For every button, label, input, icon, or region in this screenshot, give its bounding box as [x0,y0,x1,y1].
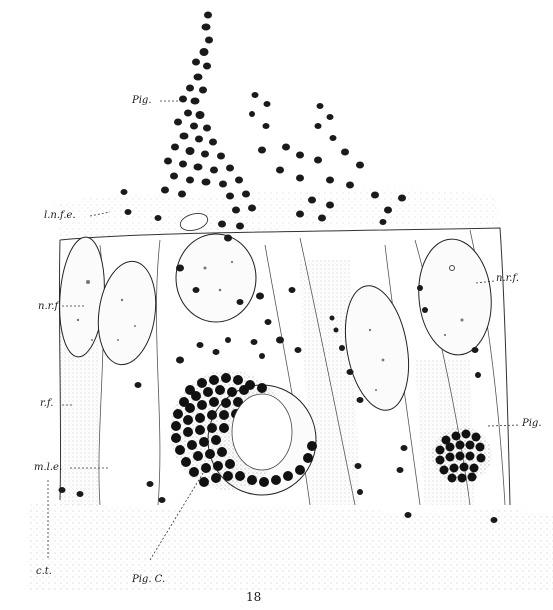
connective-tissue-region [30,503,553,590]
limiting-layer-band [55,189,500,240]
nucleus-right [414,236,496,358]
label-nrf-right: n.r.f. [496,273,519,284]
pigment-cell-right [432,427,492,483]
label-pig-c: Pig. C. [132,574,165,585]
label-pig-top: Pig. [132,95,152,106]
label-lnfe: l.n.f.e. [44,210,76,221]
label-nrf-left: n.r.f. [38,301,61,312]
nucleus-center [176,234,256,322]
label-mle: m.l.e. [34,462,62,473]
label-ct: c.t. [36,566,52,577]
label-rf: r.f. [40,398,53,409]
label-pig-right: Pig. [522,418,542,429]
figure-number: 18 [246,590,261,604]
